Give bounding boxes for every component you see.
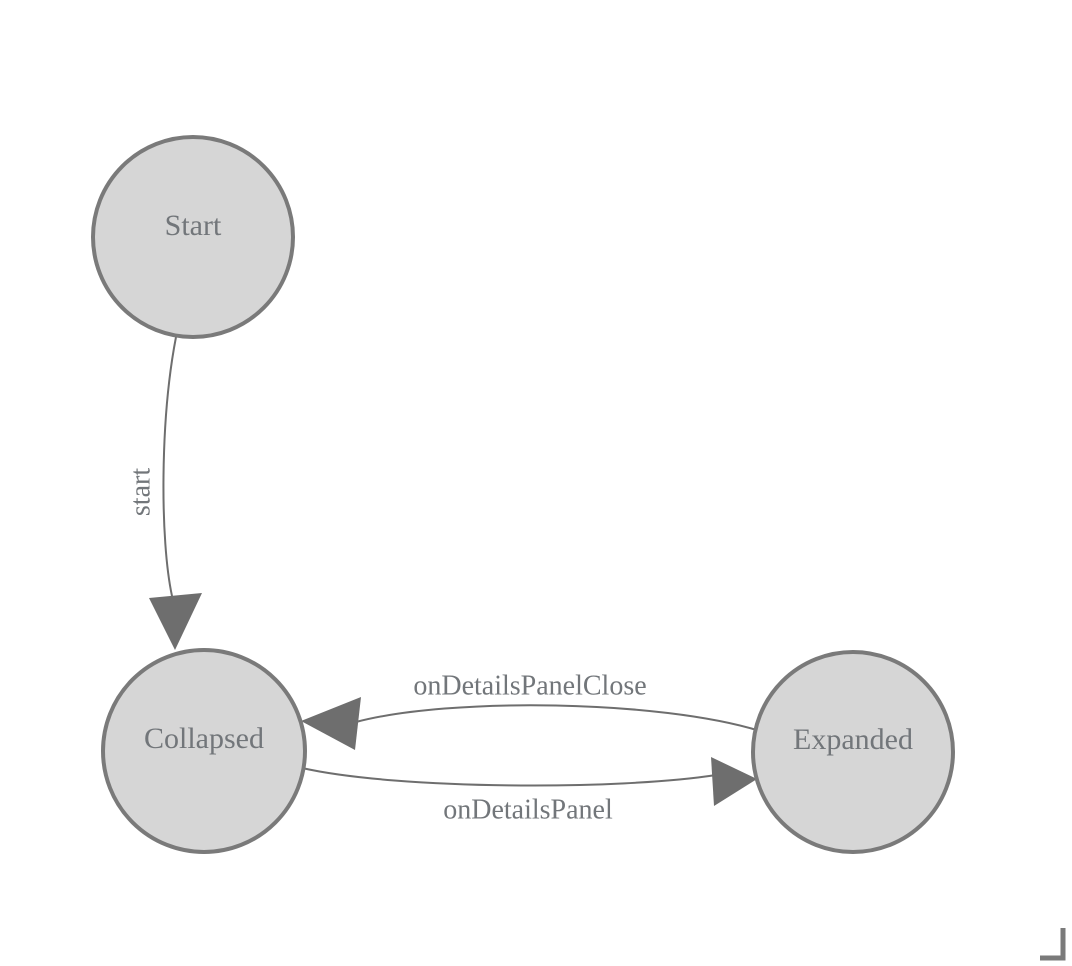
node-start-circle — [91, 135, 295, 339]
node-start[interactable]: Start — [91, 135, 295, 339]
node-collapsed[interactable]: Collapsed — [101, 648, 307, 854]
node-collapsed-circle — [101, 648, 307, 854]
edge-label-on-details-panel-close: onDetailsPanelClose — [413, 670, 646, 701]
node-collapsed-label: Collapsed — [144, 722, 264, 755]
arrowhead-left-icon — [301, 697, 361, 750]
edge-label-start: start — [125, 468, 156, 516]
edge-collapsed-to-expanded[interactable] — [301, 757, 757, 806]
node-expanded[interactable]: Expanded — [751, 650, 955, 854]
edge-expanded-to-collapsed-path — [355, 704, 761, 732]
node-expanded-label: Expanded — [793, 723, 913, 756]
node-start-label: Start — [165, 209, 222, 242]
node-expanded-circle — [751, 650, 955, 854]
edge-start-to-collapsed[interactable] — [149, 336, 202, 650]
arrowhead-down-icon — [149, 593, 202, 650]
edge-label-on-details-panel: onDetailsPanel — [443, 794, 613, 825]
edge-expanded-to-collapsed[interactable] — [301, 697, 761, 750]
arrowhead-right-icon — [711, 757, 757, 806]
bottom-right-corner-mark — [1040, 928, 1066, 961]
edge-collapsed-to-expanded-path — [301, 767, 717, 787]
edge-start-to-collapsed-path — [162, 336, 177, 597]
